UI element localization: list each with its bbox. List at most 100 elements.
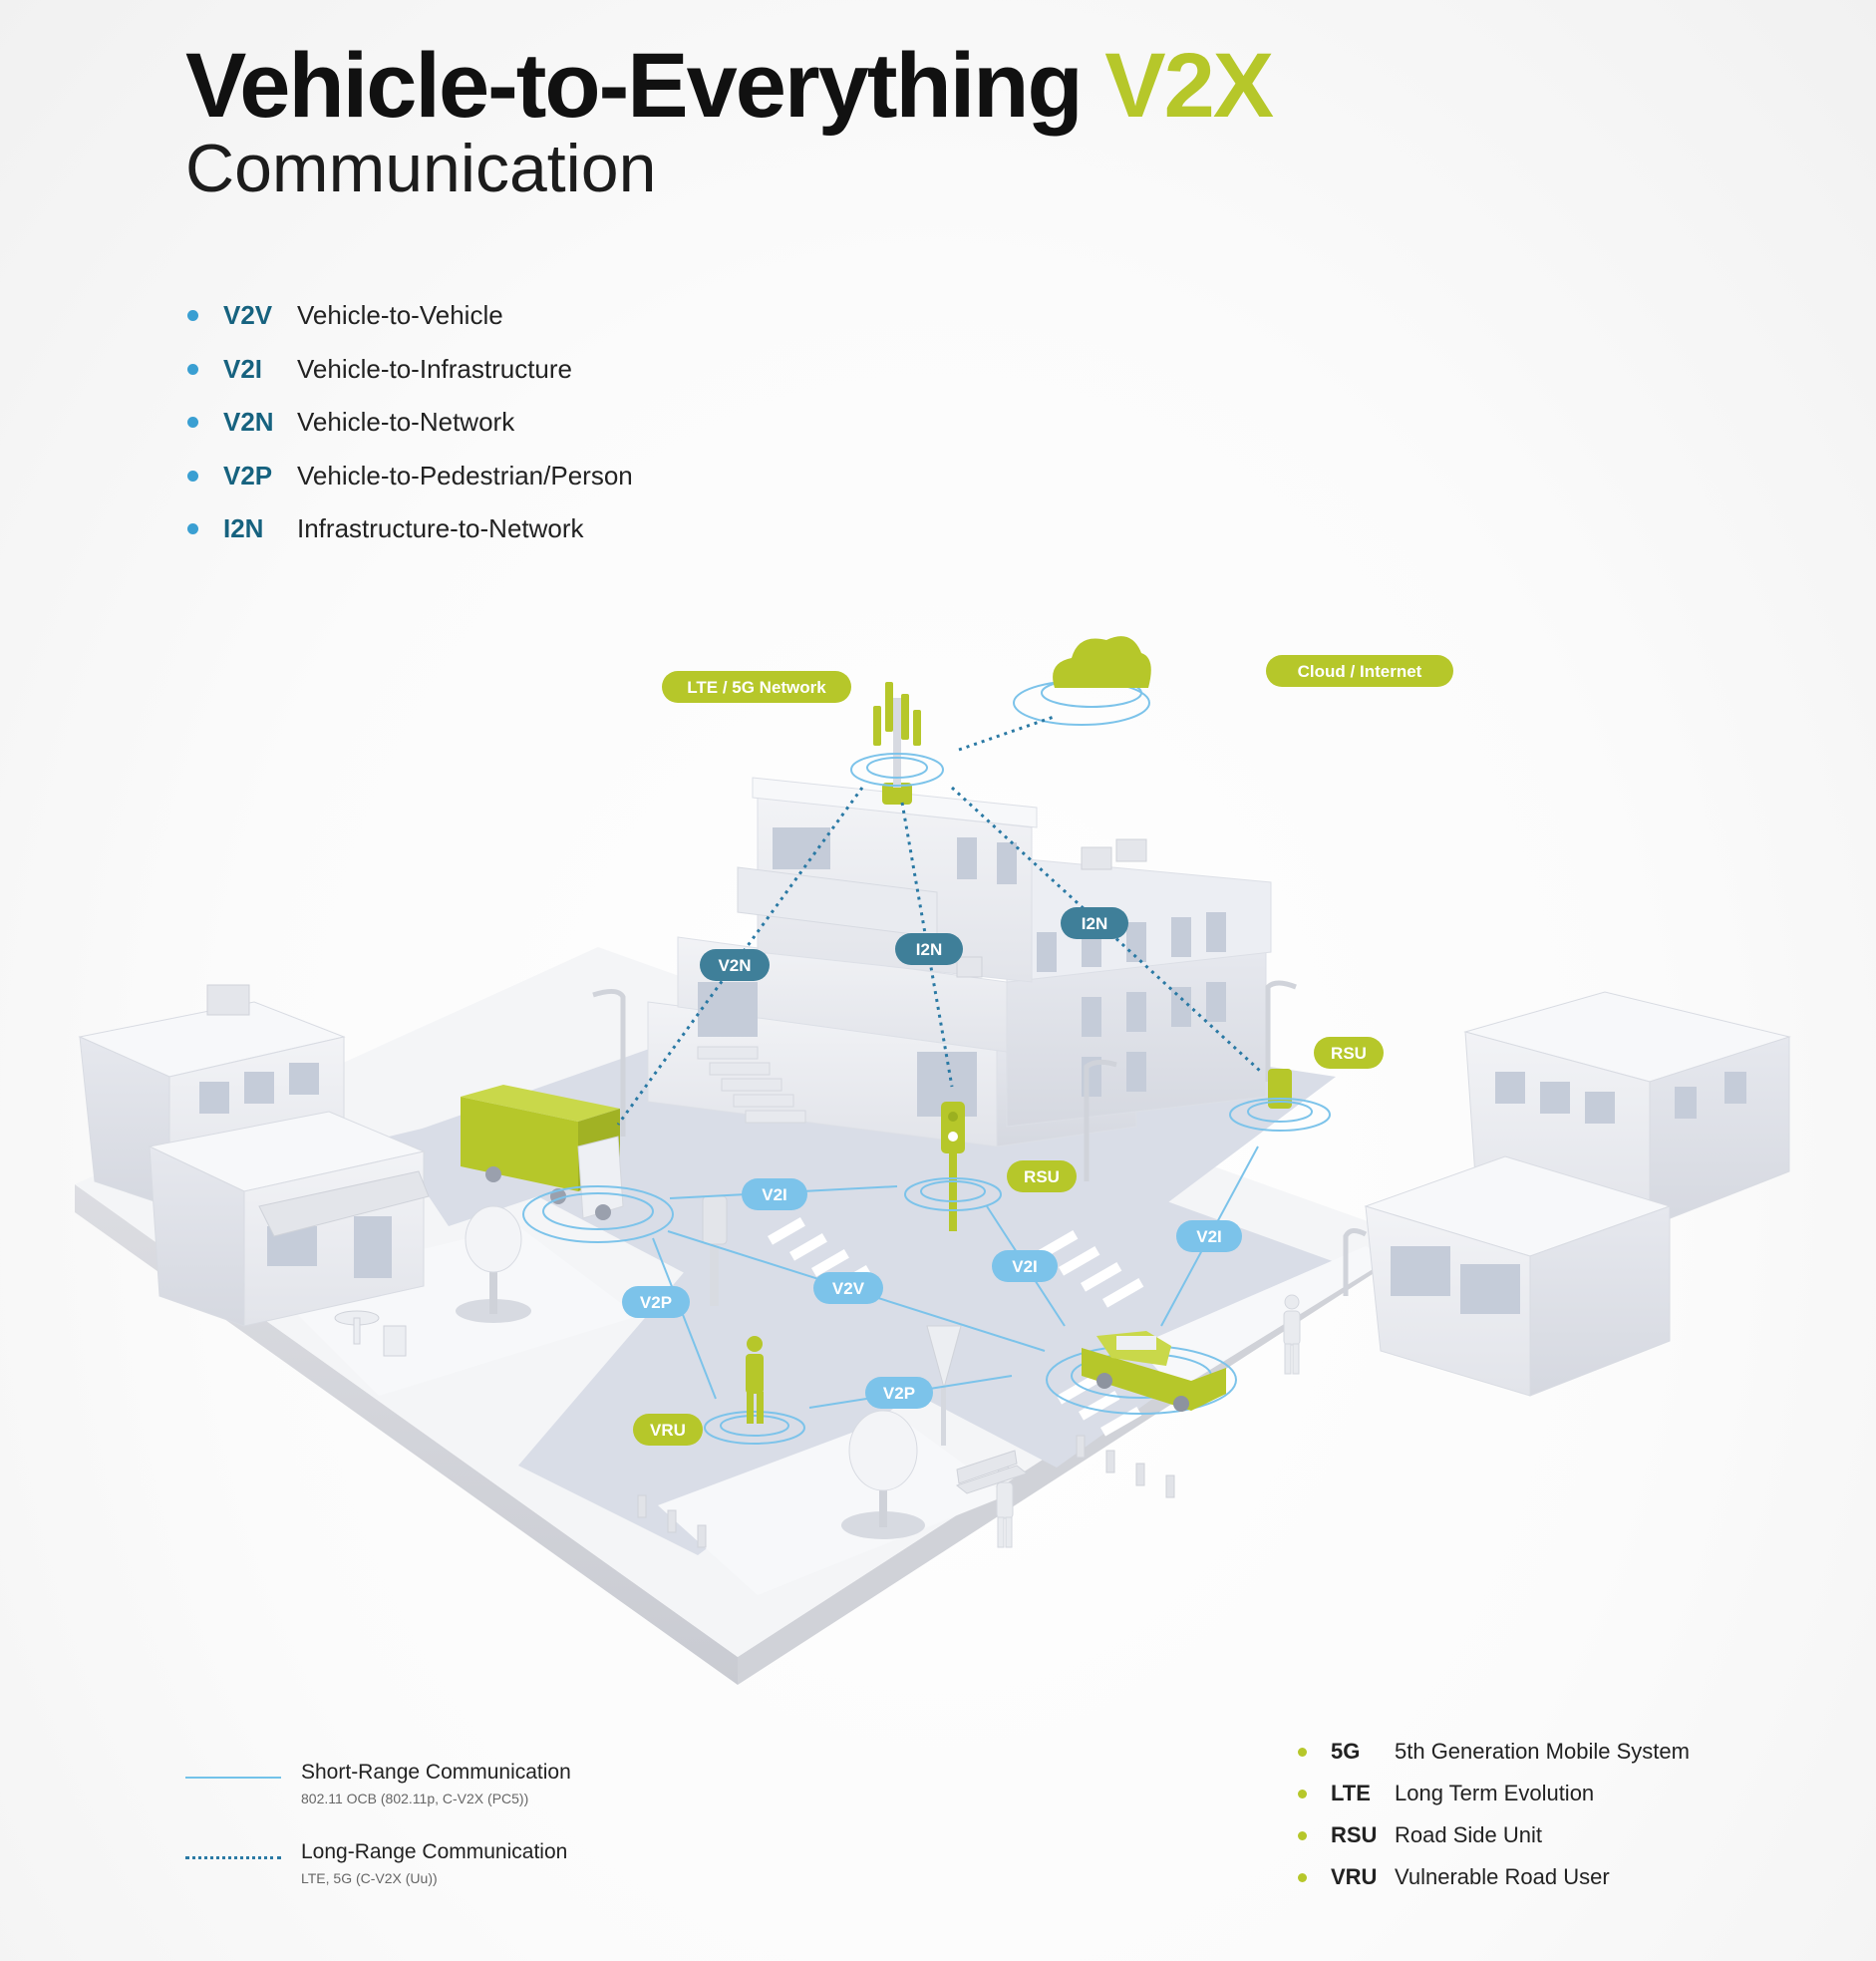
label-v2v: V2V	[813, 1272, 883, 1304]
label-rsu-right-text: RSU	[1331, 1044, 1367, 1063]
road-north-south	[518, 1012, 1336, 1555]
abbreviation-code: V2N	[223, 407, 274, 438]
abbreviation-description: Vehicle-to-Infrastructure	[297, 353, 573, 384]
glossary-code: VRU	[1331, 1864, 1378, 1889]
glossary-item: LTE Long Term Evolution	[1298, 1773, 1690, 1814]
label-v2i-left: V2I	[742, 1178, 807, 1210]
glossary-description: Long Term Evolution	[1395, 1781, 1595, 1805]
label-v2i-center: V2I	[992, 1250, 1058, 1282]
abbreviation-item: I2N Infrastructure-to-Network	[187, 502, 633, 556]
yield-sign	[926, 1325, 962, 1446]
label-v2i-center-text: V2I	[1012, 1257, 1038, 1276]
title-accent: V2X	[1104, 35, 1274, 137]
link-truck-vru	[652, 1237, 717, 1400]
legend-long-range-subtitle: LTE, 5G (C-V2X (Uu))	[301, 1870, 438, 1886]
label-vru-text: VRU	[650, 1421, 686, 1440]
glossary-item: VRU Vulnerable Road User	[1298, 1856, 1690, 1898]
pickup-car	[1046, 1331, 1237, 1415]
label-v2p-bottom-text: V2P	[883, 1384, 915, 1403]
street-lamp	[592, 980, 1368, 1296]
abbreviation-code: V2V	[223, 300, 273, 331]
glossary-code: 5G	[1331, 1739, 1361, 1764]
label-v2i-right-text: V2I	[1196, 1227, 1222, 1246]
abbreviation-description: Vehicle-to-Network	[297, 407, 515, 438]
right-building-front	[1364, 1155, 1672, 1397]
label-vru: VRU	[633, 1414, 703, 1446]
abbreviation-item: V2V Vehicle-to-Vehicle	[187, 289, 633, 343]
bullet-icon	[1298, 1789, 1307, 1798]
abbreviation-list: V2V Vehicle-to-Vehicle V2I Vehicle-to-In…	[187, 289, 633, 556]
tree	[456, 1205, 531, 1323]
label-i2n-right-text: I2N	[1082, 914, 1107, 933]
glossary-code: LTE	[1331, 1781, 1371, 1805]
sidewalk-south	[658, 1416, 1007, 1595]
abbreviation-description: Vehicle-to-Pedestrian/Person	[297, 460, 633, 490]
legend-short-range-title: Short-Range Communication	[301, 1761, 571, 1784]
label-v2p-left: V2P	[622, 1286, 690, 1318]
abbreviation-description: Vehicle-to-Vehicle	[297, 300, 503, 331]
left-building-front	[148, 1111, 430, 1327]
long-range-line-swatch	[185, 1856, 281, 1859]
label-rsu-center: RSU	[1007, 1160, 1077, 1192]
bullet-icon	[1298, 1872, 1307, 1882]
abbreviation-item: V2I Vehicle-to-Infrastructure	[187, 343, 633, 397]
label-rsu-right: RSU	[1314, 1037, 1384, 1069]
glossary-list: 5G 5th Generation Mobile System LTE Long…	[1298, 1731, 1690, 1898]
label-v2i-right: V2I	[1176, 1220, 1242, 1252]
bullet-icon	[187, 470, 198, 482]
legend-long-range-title: Long-Range Communication	[301, 1840, 568, 1863]
label-v2n-text: V2N	[718, 956, 751, 975]
label-v2p-bottom: V2P	[865, 1377, 933, 1409]
label-network: LTE / 5G Network	[662, 671, 851, 703]
crosswalk-east	[1037, 1230, 1144, 1308]
label-i2n-center-text: I2N	[916, 940, 942, 959]
glossary-code: RSU	[1331, 1822, 1378, 1847]
label-i2n-center: I2N	[895, 933, 963, 965]
v2x-city-diagram: LTE / 5G Network Cloud / Internet RSU RS…	[75, 636, 1791, 1685]
bullet-icon	[1298, 1747, 1307, 1757]
bollards	[637, 1435, 1175, 1548]
label-v2i-left-text: V2I	[762, 1185, 787, 1204]
label-network-text: LTE / 5G Network	[687, 678, 826, 697]
abbreviation-code: V2P	[223, 460, 273, 490]
page-title: Vehicle-to-Everything V2X	[185, 34, 1274, 139]
glossary-item: 5G 5th Generation Mobile System	[1298, 1731, 1690, 1773]
label-cloud-text: Cloud / Internet	[1298, 662, 1422, 681]
pedestrian-vru	[704, 1336, 805, 1445]
page-subtitle: Communication	[185, 131, 657, 206]
glossary-description: 5th Generation Mobile System	[1395, 1739, 1690, 1764]
bullet-icon	[187, 417, 198, 429]
staircase	[697, 1046, 806, 1124]
short-range-line-swatch	[185, 1777, 281, 1779]
glossary-description: Vulnerable Road User	[1395, 1864, 1610, 1889]
bench	[955, 1450, 1029, 1494]
abbreviation-description: Infrastructure-to-Network	[297, 513, 584, 544]
rsu-device	[1229, 1069, 1331, 1132]
traffic-light-grey	[702, 1195, 728, 1306]
abbreviation-code: I2N	[223, 513, 264, 544]
bullet-icon	[1298, 1830, 1307, 1840]
sidewalk-east	[1136, 1246, 1391, 1391]
glossary-description: Road Side Unit	[1395, 1822, 1542, 1847]
bullet-icon	[187, 523, 198, 535]
abbreviation-code: V2I	[223, 353, 263, 384]
label-v2v-text: V2V	[832, 1279, 865, 1298]
abbreviation-item: V2P Vehicle-to-Pedestrian/Person	[187, 450, 633, 503]
link-tower-cloud	[958, 714, 1058, 752]
label-rsu-center-text: RSU	[1024, 1167, 1060, 1186]
label-cloud: Cloud / Internet	[1266, 655, 1453, 687]
cafe-table	[334, 1310, 407, 1357]
title-main: Vehicle-to-Everything	[185, 35, 1084, 137]
bullet-icon	[187, 363, 198, 375]
label-i2n-right: I2N	[1061, 907, 1128, 939]
label-v2p-left-text: V2P	[640, 1293, 672, 1312]
pedestrian	[1283, 1294, 1301, 1375]
traffic-light	[904, 1102, 1002, 1231]
glossary-item: RSU Road Side Unit	[1298, 1814, 1690, 1856]
truck	[461, 1085, 674, 1243]
legend-short-range-subtitle: 802.11 OCB (802.11p, C-V2X (PC5))	[301, 1791, 529, 1806]
rooftop-ac-units	[956, 838, 1147, 978]
tree	[841, 1410, 925, 1539]
abbreviation-item: V2N Vehicle-to-Network	[187, 396, 633, 450]
cloud-icon	[1013, 636, 1151, 726]
